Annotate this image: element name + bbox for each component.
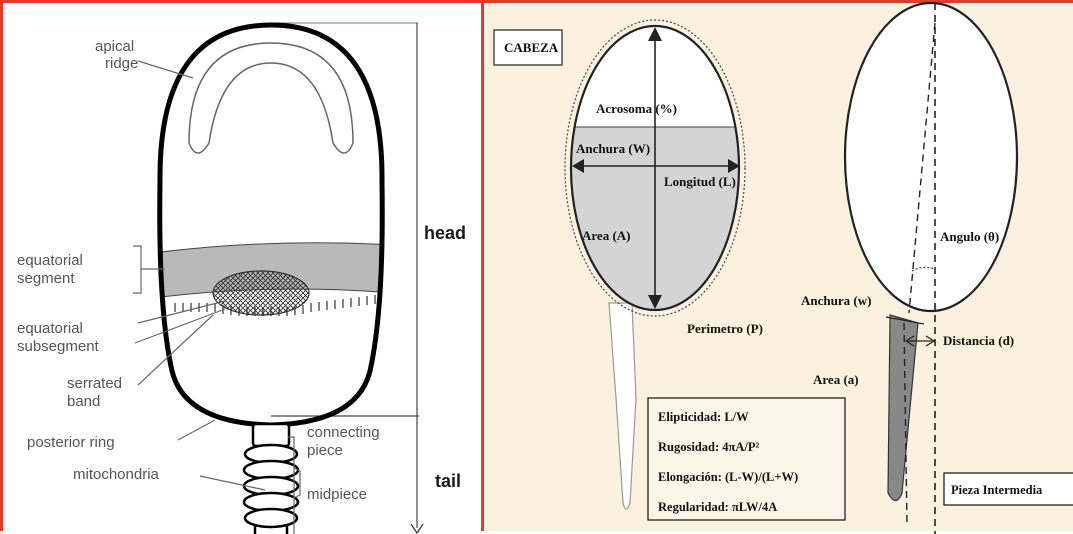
formula-regularidad: Regularidad: πLW/4A — [658, 500, 777, 514]
label-perimetro: Perimetro (P) — [687, 321, 763, 336]
label-equatorial-subsegment-1: equatorial — [17, 320, 83, 337]
label-distancia: Distancia (d) — [943, 333, 1014, 348]
label-head: head — [424, 223, 466, 243]
label-serrated: serrated — [67, 375, 122, 392]
right-head-outline — [845, 3, 1017, 311]
midpiece-shape — [888, 315, 918, 501]
label-angulo: Angulo (θ) — [940, 229, 999, 244]
sperm-anatomy-panel: apical ridge equatorial segment equatori… — [0, 0, 484, 531]
title: CABEZA — [504, 40, 559, 55]
label-band: band — [67, 393, 100, 410]
label-acrosoma: Acrosoma (%) — [596, 101, 677, 116]
label-area-mid: Area (a) — [813, 372, 859, 387]
apical-ridge-outline — [189, 43, 353, 153]
head-outline — [160, 25, 383, 425]
label-apical: apical — [95, 38, 134, 55]
left-sperm-tail — [609, 303, 636, 509]
label-ridge: ridge — [105, 55, 138, 72]
label-anchura-w-mid: Anchura (w) — [801, 293, 871, 308]
label-longitud: Longitud (L) — [664, 174, 736, 189]
formula-elongacion: Elongación: (L-W)/(L+W) — [658, 470, 798, 484]
label-pieza-intermedia: Pieza Intermedia — [951, 483, 1043, 497]
morphometry-panel: CABEZA Acrosoma (%) — [481, 0, 1073, 531]
sperm-anatomy-diagram: apical ridge equatorial segment equatori… — [3, 3, 487, 534]
label-posterior-ring: posterior ring — [27, 434, 115, 451]
label-piece: piece — [307, 442, 343, 459]
label-tail: tail — [435, 471, 461, 491]
label-mitochondria: mitochondria — [73, 466, 160, 483]
connecting-piece — [253, 424, 289, 446]
label-connecting: connecting — [307, 424, 380, 441]
morphometry-diagram: CABEZA Acrosoma (%) — [484, 3, 1073, 534]
label-area-head: Area (A) — [582, 228, 631, 243]
label-equatorial-subsegment-2: subsegment — [17, 338, 100, 355]
label-equatorial-segment-1: equatorial — [17, 252, 83, 269]
midpiece-coils — [244, 445, 298, 527]
label-anchura-w-head: Anchura (W) — [576, 141, 650, 156]
label-equatorial-segment-2: segment — [17, 270, 75, 287]
formula-rugosidad: Rugosidad: 4πA/P² — [658, 440, 759, 454]
formula-elipticidad: Elipticidad: L/W — [658, 410, 749, 424]
label-midpiece: midpiece — [307, 486, 367, 503]
